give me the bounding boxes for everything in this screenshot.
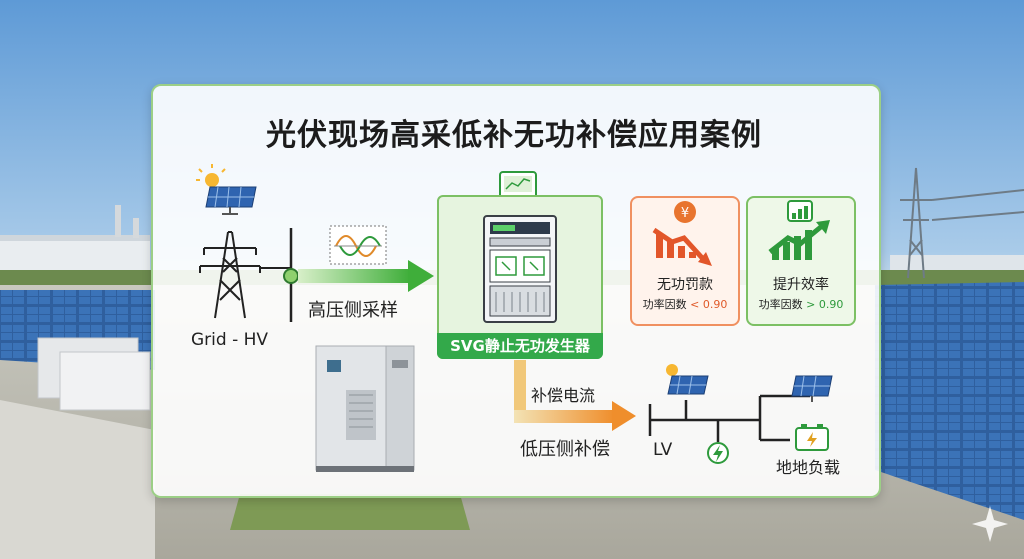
card-metric: 功率因数 > 0.90 <box>758 298 844 311</box>
card-title: 无功罚款 <box>657 277 713 293</box>
growth-chart-icon <box>768 200 830 260</box>
transmission-tower-icon <box>199 231 290 319</box>
lv-bus <box>648 394 810 442</box>
load-solar-panel-icon <box>791 375 833 402</box>
hv-sampling-label: 高压侧采样 <box>308 300 398 321</box>
solar-panel-icon <box>196 164 257 215</box>
lv-compensation-label: 低压侧补偿 <box>520 439 610 460</box>
card-metric: 功率因数 < 0.90 <box>642 298 728 311</box>
waveform-icon <box>329 225 387 265</box>
grid-hv-label: Grid - HV <box>191 330 269 350</box>
lv-label: LV <box>653 440 673 460</box>
page-title: 光伏现场高采低补无功补偿应用案例 <box>266 118 762 153</box>
svg-text:¥: ¥ <box>681 206 689 221</box>
svg-generator-label: SVG静止无功发生器 <box>437 333 603 359</box>
card-title: 提升效率 <box>773 277 829 293</box>
compensation-current-label: 补偿电流 <box>531 386 596 405</box>
efficiency-card: 提升效率 功率因数 > 0.90 <box>746 196 856 326</box>
svg-cabinet-photo <box>315 345 415 472</box>
lightning-icon <box>707 442 729 464</box>
sampling-node <box>283 268 299 284</box>
hv-sampling-arrow <box>298 260 434 292</box>
penalty-chart-icon: ¥ <box>652 201 712 266</box>
lv-solar-panel-icon <box>666 364 709 395</box>
load-label: 地地负载 <box>776 458 841 477</box>
compensation-current-arrow <box>514 360 636 431</box>
battery-icon <box>795 424 829 451</box>
reactive-penalty-card: ¥ 无功罚款 功率因数 < 0.90 <box>630 196 740 326</box>
